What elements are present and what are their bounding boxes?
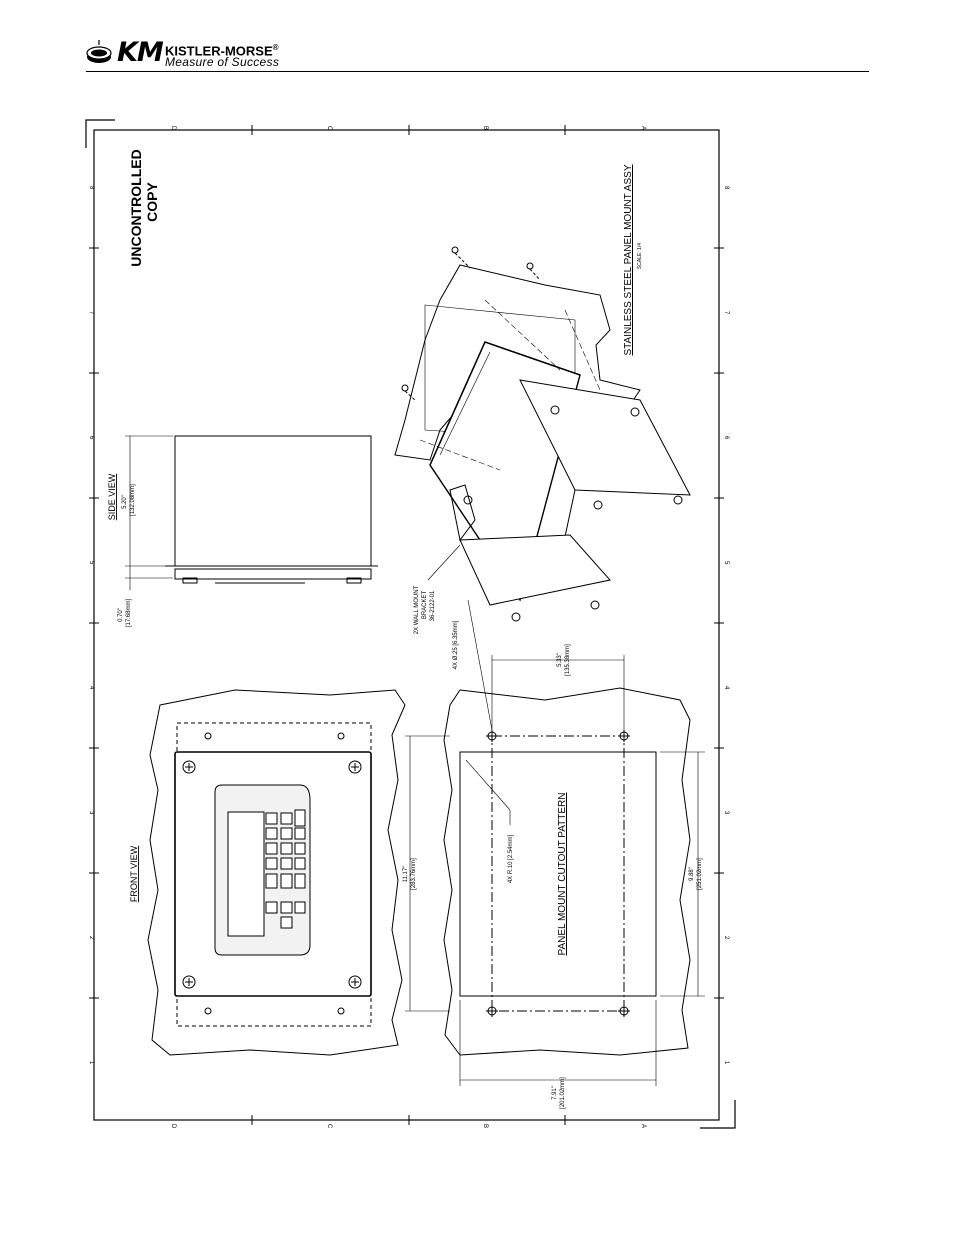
- page-header: KM KISTLER-MORSE® Measure of Success: [0, 0, 954, 80]
- zone-number: 3: [723, 811, 729, 815]
- zone-number: 5: [88, 561, 94, 565]
- registered-mark: ®: [272, 43, 279, 52]
- cutout-dim-a: 5.33": [557, 653, 563, 667]
- cutout-pattern-view: [443, 599, 705, 1086]
- bracket-callout-line1: 2X WALL MOUNT: [414, 585, 420, 634]
- header-rule: [86, 71, 869, 72]
- cutout-holes: [486, 730, 630, 1017]
- keypad-keys: [265, 809, 306, 929]
- zone-number: 2: [88, 936, 94, 940]
- cutout-radius-callout: 4X R.10 [2.54mm]: [508, 834, 514, 883]
- zone-number: 1: [88, 1061, 94, 1065]
- cutout-dim-a-mm: [135.38mm]: [565, 644, 571, 676]
- uncontrolled-stamp-line2: COPY: [144, 182, 160, 222]
- side-view-title: SIDE VIEW: [107, 473, 117, 520]
- zone-number: 1: [723, 1061, 729, 1065]
- side-view: [125, 435, 378, 590]
- front-dim-mm: [283.76mm]: [411, 858, 417, 890]
- front-view-title: FRONT VIEW: [129, 845, 139, 902]
- crop-mark-bottom-right: [700, 1100, 736, 1129]
- zone-letter: C: [326, 1124, 332, 1129]
- assembly-title: STAINLESS STEEL PANEL MOUNT ASSY: [623, 164, 634, 355]
- iso-wall-fragment: [449, 484, 476, 542]
- zone-numbers-left: 8 7 6 5 4 3 2 1: [88, 186, 94, 1065]
- zone-letters-bottom: D C B A: [170, 1124, 646, 1129]
- zone-number: 6: [88, 436, 94, 440]
- side-dim-height: 5.20": [122, 495, 128, 509]
- zone-letter: B: [482, 126, 488, 130]
- zone-letter: A: [640, 1124, 646, 1128]
- zone-number: 8: [88, 186, 94, 190]
- zone-number: 2: [723, 936, 729, 940]
- brand-text: KISTLER-MORSE: [165, 43, 273, 59]
- cutout-dim-b-mm: [251.02mm]: [697, 858, 703, 890]
- zone-ticks-side: [89, 247, 724, 999]
- zone-number: 6: [723, 436, 729, 440]
- brand-name: KISTLER-MORSE®: [165, 41, 279, 58]
- zone-number: 7: [723, 311, 729, 315]
- brand-tagline: Measure of Success: [165, 55, 280, 69]
- zone-letter: D: [170, 126, 176, 131]
- logo-scale-icon: [86, 40, 112, 63]
- zone-number: 8: [723, 186, 729, 190]
- front-wall-cutaway: [147, 689, 406, 1056]
- display-window: [227, 811, 265, 937]
- zone-number: 4: [723, 686, 729, 690]
- zone-number: 7: [88, 311, 94, 315]
- cutout-dim-c-mm: [201.02mm]: [560, 1077, 566, 1109]
- zone-letter: C: [326, 126, 332, 131]
- bracket-callout-line2: BRACKET: [422, 590, 428, 619]
- zone-letters-top: D C B A: [170, 126, 646, 131]
- bracket-callout-line3: 36-2122-01: [430, 590, 436, 621]
- cutout-hole-callout: 4X Ø.25 [6.35mm]: [453, 620, 459, 669]
- iso-bracket-lower: [459, 534, 611, 606]
- uncontrolled-stamp-line1: UNCONTROLLED: [128, 149, 144, 266]
- front-dim: 11.17": [403, 866, 409, 883]
- zone-number: 5: [723, 561, 729, 565]
- assembly-scale: SCALE: 1/4: [637, 243, 643, 269]
- cutout-dim-b: 9.88": [689, 867, 695, 881]
- cutout-wall-cutaway: [443, 687, 691, 1056]
- cutout-dim-c: 7.91": [552, 1086, 558, 1100]
- logo-mark: KM: [117, 37, 164, 68]
- front-view: [147, 689, 450, 1056]
- side-dim-height-mm: [132.08mm]: [130, 484, 136, 516]
- isometric-assembly: [394, 246, 691, 622]
- iso-bracket-upper: [519, 379, 691, 496]
- zone-number: 3: [88, 811, 94, 815]
- zone-letter: D: [170, 1124, 176, 1129]
- cutout-title: PANEL MOUNT CUTOUT PATTERN: [557, 793, 568, 956]
- zone-letter: A: [640, 126, 646, 130]
- zone-numbers-right: 8 7 6 5 4 3 2 1: [723, 186, 729, 1065]
- crop-mark-top-left: [85, 119, 115, 148]
- cutout-opening: [459, 751, 657, 997]
- side-dim-flange-mm: [17.68mm]: [126, 599, 132, 628]
- zone-letter: B: [482, 1124, 488, 1128]
- zone-number: 4: [88, 686, 94, 690]
- side-dim-flange: 0.70": [118, 608, 124, 622]
